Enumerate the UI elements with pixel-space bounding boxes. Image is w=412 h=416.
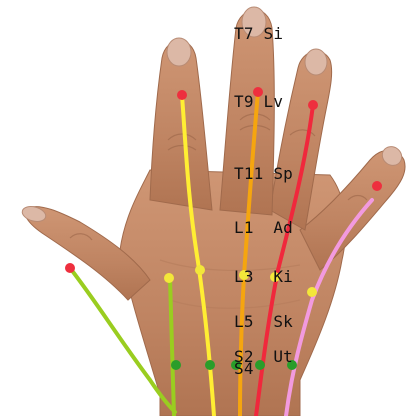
- red-point-thumb: [65, 263, 75, 273]
- index-nail: [167, 38, 191, 66]
- label-t9-lv: T9 Lv: [234, 94, 283, 110]
- label-l1-ad: L1 Ad: [234, 220, 293, 236]
- label-l3-ki: L3 Ki: [234, 269, 293, 285]
- red-point-little: [372, 181, 382, 191]
- ring-nail: [305, 49, 327, 75]
- hand-silhouette: [25, 10, 405, 416]
- yellow-point-5: [307, 287, 317, 297]
- green-point-2: [205, 360, 215, 370]
- red-point-index: [177, 90, 187, 100]
- label-s4: S4: [234, 361, 254, 377]
- red-point-ring: [308, 100, 318, 110]
- yellow-point-1: [164, 273, 174, 283]
- label-t11-sp: T11 Sp: [234, 166, 293, 182]
- green-point-1: [171, 360, 181, 370]
- label-t7-si: T7 Si: [234, 26, 283, 42]
- label-l5-sk: L5 Sk: [234, 314, 293, 330]
- yellow-point-2: [195, 265, 205, 275]
